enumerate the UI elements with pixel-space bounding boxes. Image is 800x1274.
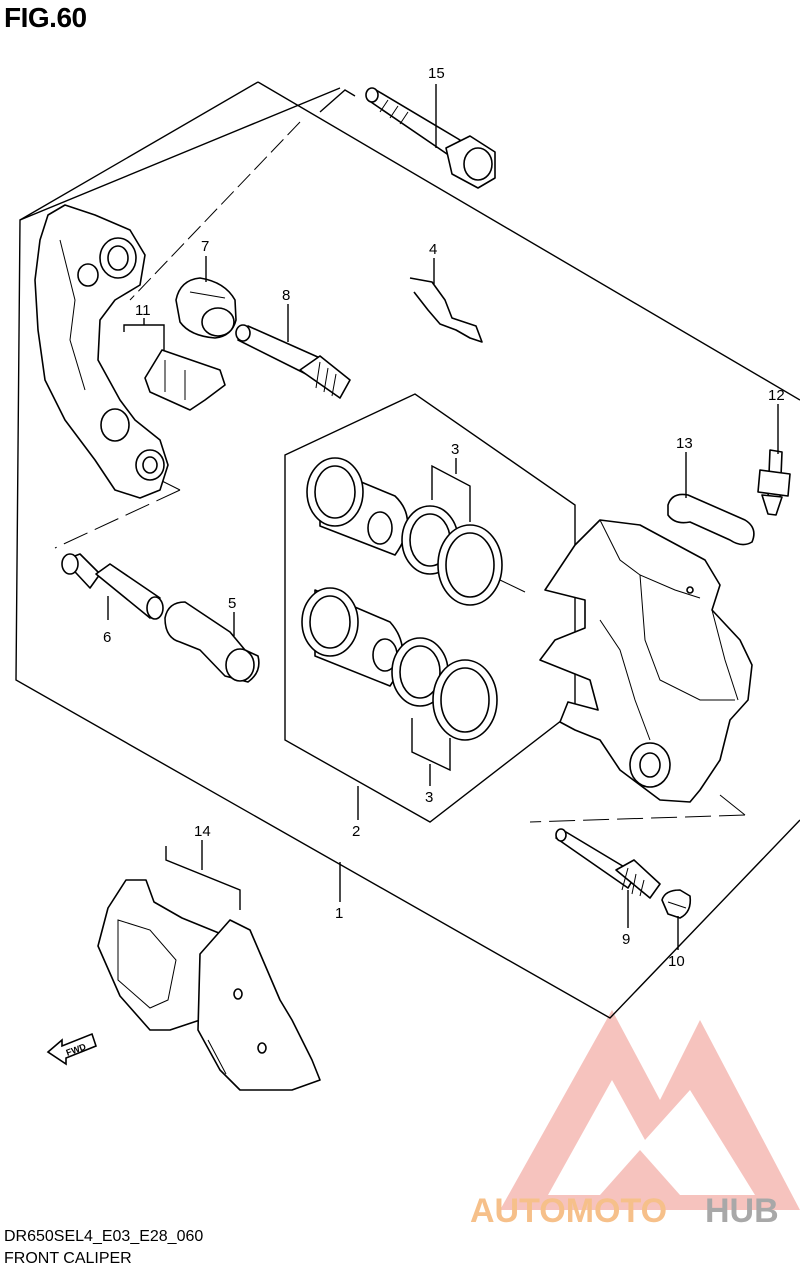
caliper-bracket [34, 204, 169, 499]
slide-pin [235, 324, 351, 399]
watermark-logo [500, 1010, 800, 1210]
watermark-text-hub: HUB [705, 1192, 779, 1230]
pad-retainer [409, 277, 483, 343]
callout-11: 11 [135, 302, 151, 319]
fwd-arrow: FWD [46, 1032, 97, 1066]
upper-dust-seal [437, 524, 503, 606]
mounting-bolt [365, 87, 496, 189]
callout-10: 10 [668, 953, 685, 970]
leader-lines [107, 84, 779, 950]
callout-7: 7 [201, 238, 209, 255]
pin-plug [661, 889, 692, 919]
callout-5: 5 [228, 595, 236, 612]
lower-piston [301, 587, 404, 687]
callout-8: 8 [282, 287, 290, 304]
pin [61, 553, 164, 620]
callout-13: 13 [676, 435, 693, 452]
callout-6: 6 [103, 629, 111, 646]
diagram-caption: FRONT CALIPER [4, 1250, 132, 1267]
brake-pad-set [97, 879, 321, 1091]
callout-3-lower: 3 [425, 789, 433, 806]
caliper-body [539, 519, 753, 803]
bleeder-valve [757, 449, 791, 516]
pad-spring [144, 349, 226, 411]
boot [175, 277, 237, 339]
bleeder-cap [667, 493, 755, 546]
callout-4: 4 [429, 241, 437, 258]
watermark-text-auto: AUTOMOTO [470, 1192, 667, 1230]
upper-piston [306, 457, 409, 556]
model-code: DR650SEL4_E03_E28_060 [4, 1228, 204, 1245]
callout-3-upper: 3 [451, 441, 459, 458]
pin-boot [164, 601, 260, 683]
callout-9: 9 [622, 931, 630, 948]
callout-2: 2 [352, 823, 360, 840]
figure-title: FIG.60 [4, 2, 87, 33]
lower-dust-seal [432, 659, 498, 741]
callout-1: 1 [335, 905, 343, 922]
caliper-pin [555, 828, 661, 899]
callout-14: 14 [194, 823, 211, 840]
callout-15: 15 [428, 65, 445, 82]
callout-12: 12 [768, 387, 785, 404]
